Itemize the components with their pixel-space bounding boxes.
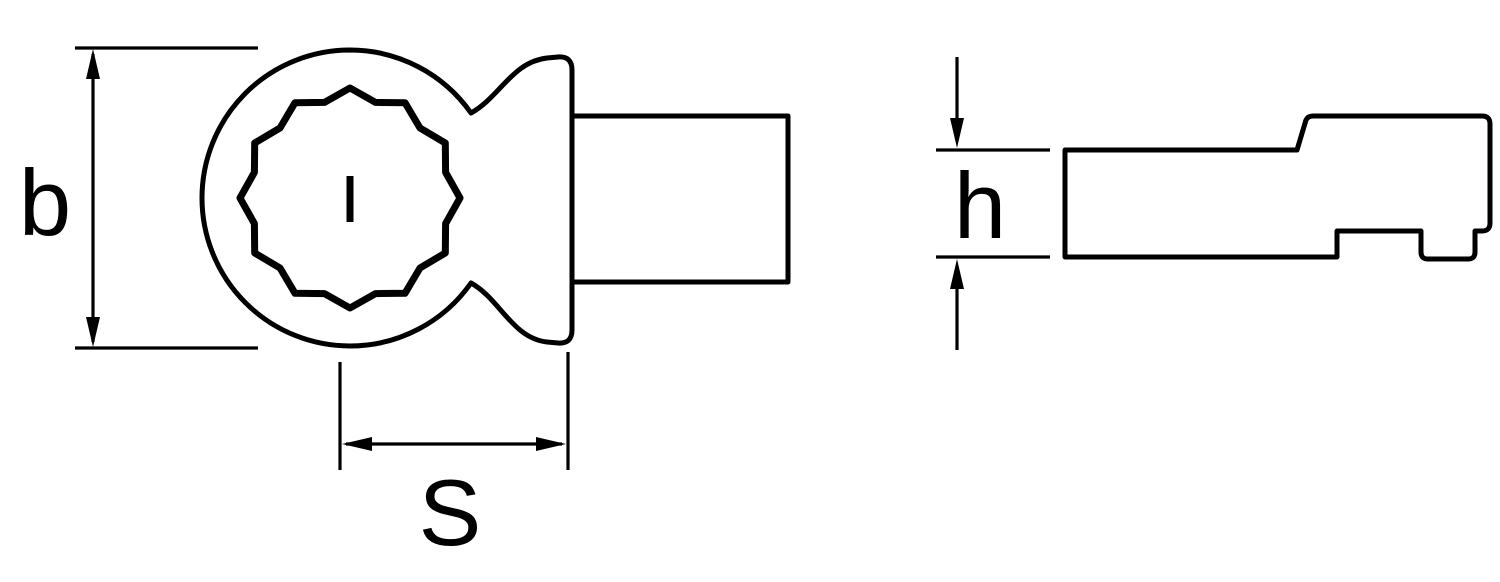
dimension-b-arrow-up-icon (86, 49, 100, 79)
dimension-h-arrow-up-icon (950, 259, 964, 289)
dimension-b-label: b (19, 150, 71, 255)
front-view (199, 47, 791, 349)
dimension-b (75, 46, 258, 350)
dimension-s-arrow-right-icon (536, 437, 566, 451)
dimension-b-arrows (86, 49, 100, 347)
dimension-h-arrows (950, 118, 964, 289)
dimension-s-arrows (342, 437, 566, 451)
dimension-b-arrow-down-icon (86, 317, 100, 347)
side-view (1062, 113, 1493, 262)
dimension-s-label: S (419, 460, 482, 565)
shank-outline (569, 113, 791, 285)
dimension-h-arrow-down-icon (950, 118, 964, 148)
dimension-h (936, 57, 1050, 350)
dimension-s (338, 352, 570, 470)
side-view-outline (1062, 113, 1493, 262)
dimension-h-label: h (954, 153, 1006, 258)
ring-12-point-profile (236, 84, 464, 312)
dimension-labels: b S h (19, 150, 1006, 565)
ring-head-outline (199, 47, 575, 349)
dimension-s-arrow-left-icon (342, 437, 372, 451)
